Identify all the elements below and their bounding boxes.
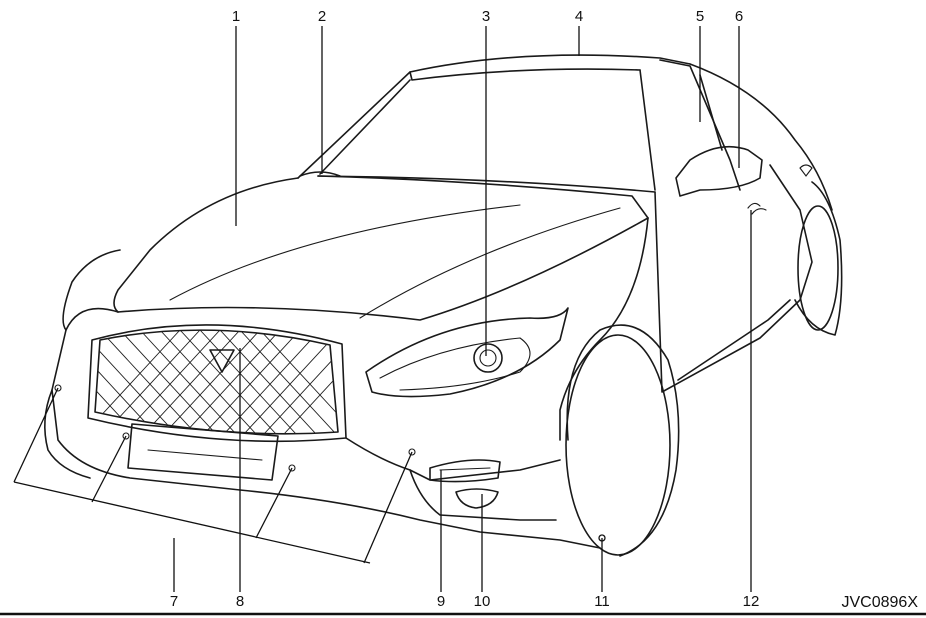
callout-7: 7 xyxy=(170,593,178,610)
callout-5: 5 xyxy=(696,8,704,25)
callout-labels: 1 2 3 4 5 6 7 8 9 10 11 12 JVC0896X xyxy=(170,8,918,611)
callout-leaders xyxy=(13,26,752,592)
figure-code: JVC0896X xyxy=(842,594,919,611)
callout-1: 1 xyxy=(232,8,240,25)
callout-8: 8 xyxy=(236,593,244,610)
callout-3: 3 xyxy=(482,8,490,25)
callout-4: 4 xyxy=(575,8,583,25)
callout-10: 10 xyxy=(474,593,491,610)
car-illustration xyxy=(44,54,843,557)
callout-12: 12 xyxy=(743,593,760,610)
callout-6: 6 xyxy=(735,8,743,25)
callout-9: 9 xyxy=(437,593,445,610)
callout-11: 11 xyxy=(594,593,610,610)
callout-2: 2 xyxy=(318,8,326,25)
